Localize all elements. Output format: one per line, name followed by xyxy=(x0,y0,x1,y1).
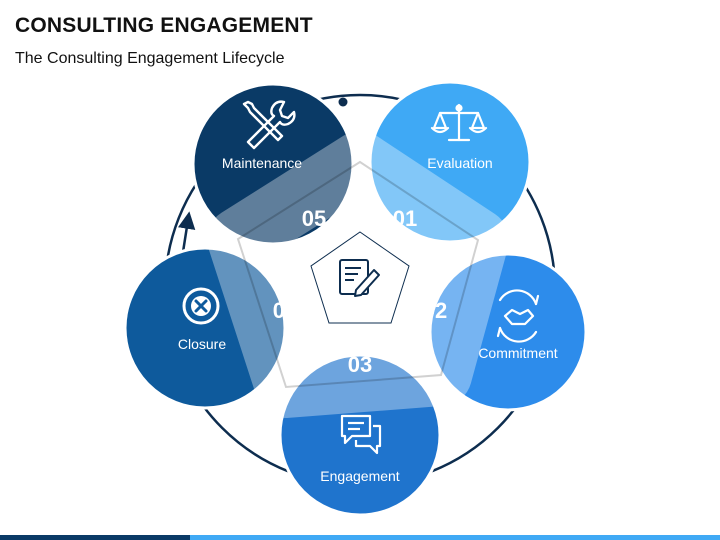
stage-circle-maintenance xyxy=(191,82,355,246)
document-pen-icon xyxy=(339,259,380,297)
stage-circle-closure xyxy=(123,246,287,410)
stage-label-commitment: Commitment xyxy=(478,345,557,361)
footer-bar-segment-dark xyxy=(0,535,190,540)
handshake-cycle-icon xyxy=(496,289,540,343)
cycle-arrow xyxy=(178,211,196,253)
pentagon-ring xyxy=(207,131,509,418)
page-subtitle: The Consulting Engagement Lifecycle xyxy=(15,50,285,67)
footer-accent-bar xyxy=(0,535,720,540)
stage-number-01: 01 xyxy=(393,206,417,231)
stage-label-evaluation: Evaluation xyxy=(427,155,492,171)
stage-label-engagement: Engagement xyxy=(320,468,400,484)
scale-icon xyxy=(430,103,488,142)
stage-number-03: 03 xyxy=(348,352,372,377)
stage-circle-commitment xyxy=(428,252,588,412)
stage-label-maintenance: Maintenance xyxy=(222,155,302,171)
stage-number-02: 02 xyxy=(423,298,447,323)
stage-number-04: 04 xyxy=(273,298,298,323)
page-title: CONSULTING ENGAGEMENT xyxy=(15,14,313,37)
tools-icon xyxy=(242,100,296,150)
stage-number-05: 05 xyxy=(302,206,326,231)
chat-bubbles-icon xyxy=(340,414,382,455)
footer-bar-segment-light xyxy=(190,535,720,540)
cycle-start-dot xyxy=(338,97,348,107)
stage-label-closure: Closure xyxy=(178,336,226,352)
close-circle-icon xyxy=(182,287,220,325)
stage-circle-evaluation xyxy=(368,80,532,244)
